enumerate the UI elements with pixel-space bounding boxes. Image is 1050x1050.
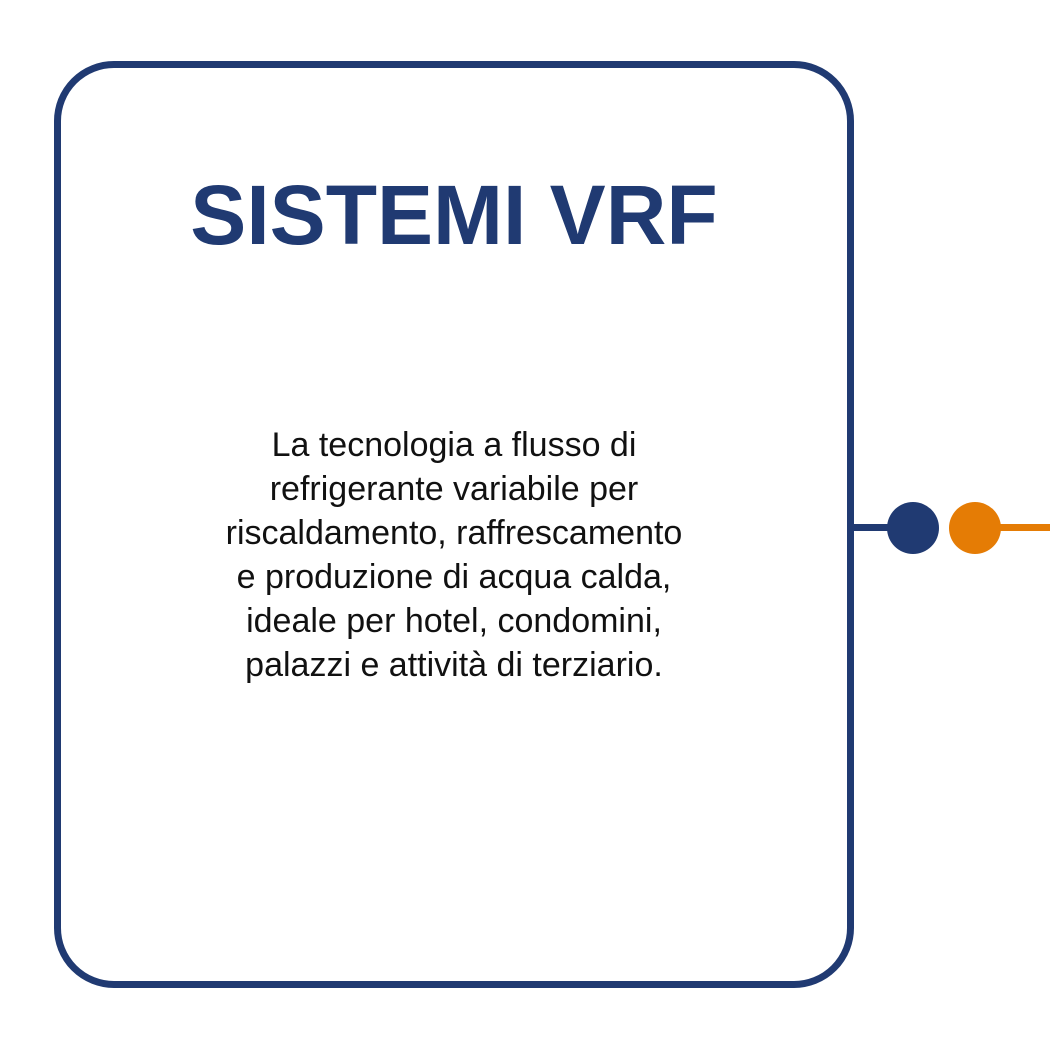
description-line: e produzione di acqua calda,	[236, 558, 672, 596]
description-line: refrigerante variabile per	[269, 470, 639, 508]
description-line: riscaldamento, raffrescamento	[225, 514, 683, 552]
connector-dot-navy-icon	[887, 502, 939, 554]
connector-line-orange	[995, 524, 1050, 531]
card-title: SISTEMI VRF	[190, 168, 718, 262]
description-line: ideale per hotel, condomini,	[246, 602, 662, 640]
description-line: La tecnologia a flusso di	[271, 426, 637, 464]
card-description: La tecnologia a flusso di refrigerante v…	[61, 423, 847, 687]
connector-line-navy	[854, 524, 904, 531]
description-line: palazzi e attività di terziario.	[245, 646, 663, 684]
connector-dot-orange-icon	[949, 502, 1001, 554]
vrf-systems-card: SISTEMI VRF La tecnologia a flusso di re…	[54, 61, 854, 988]
